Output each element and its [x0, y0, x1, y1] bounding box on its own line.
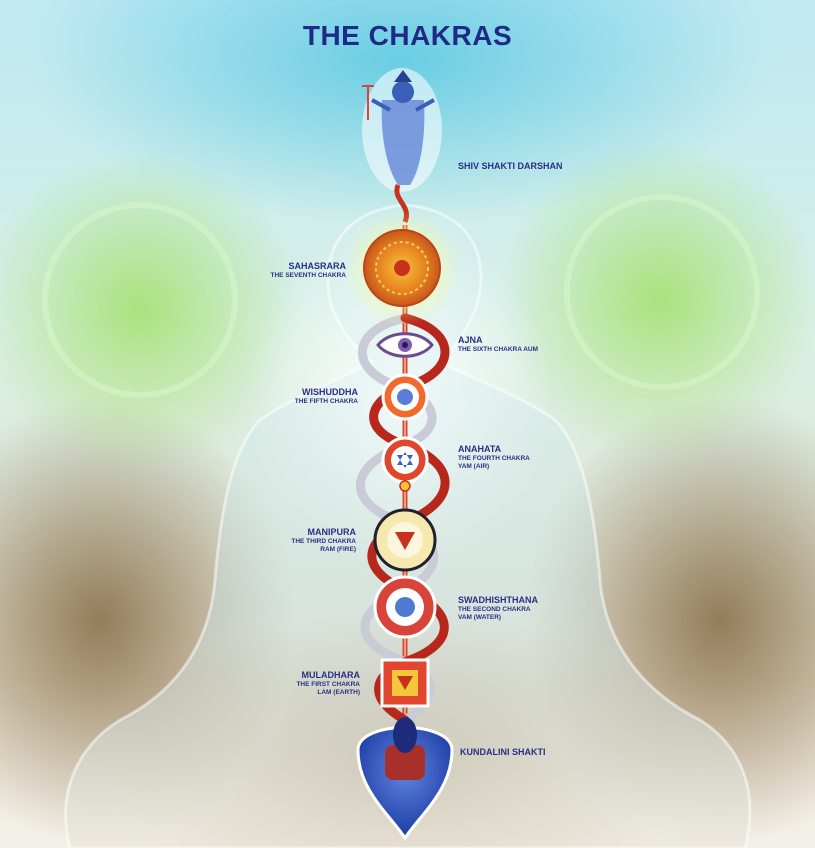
page-title: THE CHAKRAS	[0, 20, 815, 52]
wishuddha-lotus-icon	[383, 375, 427, 419]
label-subtitle: THE SIXTH CHAKRA AUM	[458, 346, 538, 354]
label-wishuddha: WISHUDDHA THE FIFTH CHAKRA	[250, 387, 358, 406]
deity-figure	[362, 68, 442, 222]
label-mantra: VAM (WATER)	[458, 614, 538, 622]
label-muladhara: MULADHARA THE FIRST CHAKRA LAM (EARTH)	[255, 670, 360, 697]
label-subtitle: THE FIRST CHAKRA	[255, 681, 360, 689]
label-name: KUNDALINI SHAKTI	[460, 747, 546, 757]
label-manipura: MANIPURA THE THIRD CHAKRA RAM (FIRE)	[250, 527, 356, 554]
label-subtitle: THE FOURTH CHAKRA	[458, 455, 530, 463]
label-name: WISHUDDHA	[302, 387, 358, 397]
label-mantra: LAM (EARTH)	[255, 689, 360, 697]
manipura-lotus-icon	[375, 510, 435, 570]
anahata-minor-icon	[400, 481, 410, 491]
aura-ring-left	[45, 205, 235, 395]
muladhara-lotus-icon	[382, 660, 428, 706]
label-name: SHIV SHAKTI DARSHAN	[458, 161, 563, 171]
label-subtitle: THE THIRD CHAKRA	[250, 538, 356, 546]
aura-ring-right	[567, 197, 757, 387]
label-anahata: ANAHATA THE FOURTH CHAKRA YAM (AIR)	[458, 444, 530, 471]
label-name: ANAHATA	[458, 444, 501, 454]
label-ajna: AJNA THE SIXTH CHAKRA AUM	[458, 335, 538, 354]
label-name: AJNA	[458, 335, 483, 345]
label-mantra: YAM (AIR)	[458, 463, 530, 471]
swadhishthana-lotus-icon	[375, 577, 435, 637]
label-subtitle: THE SECOND CHAKRA	[458, 606, 538, 614]
label-subtitle: THE FIFTH CHAKRA	[250, 398, 358, 406]
label-name: SAHASRARA	[288, 261, 346, 271]
label-sahasrara: SAHASRARA THE SEVENTH CHAKRA	[240, 261, 346, 280]
label-subtitle: THE SEVENTH CHAKRA	[240, 272, 346, 280]
label-mantra: RAM (FIRE)	[250, 546, 356, 554]
label-shiv-shakti: SHIV SHAKTI DARSHAN	[458, 161, 563, 172]
label-swadhishthana: SWADHISHTHANA THE SECOND CHAKRA VAM (WAT…	[458, 595, 538, 622]
sahasrara-lotus-icon	[344, 210, 460, 326]
label-name: MANIPURA	[308, 527, 357, 537]
anahata-lotus-icon	[383, 438, 427, 482]
label-kundalini: KUNDALINI SHAKTI	[460, 747, 546, 758]
ajna-eye-icon	[378, 334, 432, 357]
label-name: SWADHISHTHANA	[458, 595, 538, 605]
label-name: MULADHARA	[302, 670, 361, 680]
